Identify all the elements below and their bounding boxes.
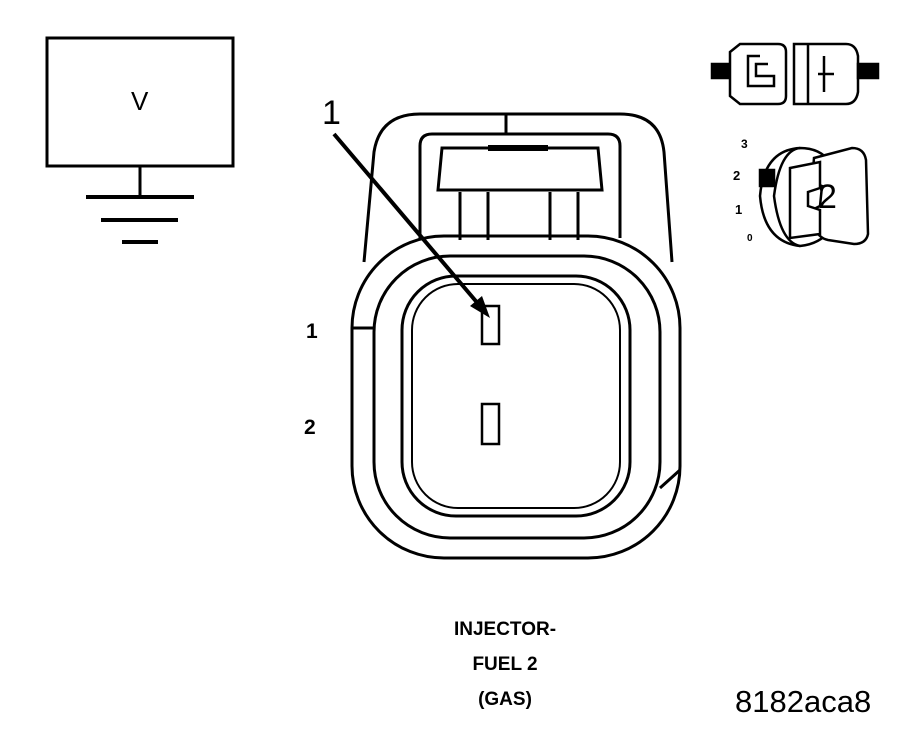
- terminal-cavity-2: [480, 402, 501, 446]
- dial-tick-1: 1: [735, 202, 743, 217]
- probe-tip-key-front: [788, 160, 822, 240]
- connector-caption: INJECTOR- FUEL 2 (GAS): [400, 612, 610, 717]
- voltmeter-symbol: [45, 36, 235, 244]
- probe-wire-right: [856, 62, 880, 80]
- probe-male-hook: [746, 54, 776, 88]
- probe-connector-icon: [710, 42, 880, 106]
- callout-arrowhead: [470, 296, 490, 318]
- cavity-label-1: 1: [306, 320, 318, 343]
- latch-inner: [418, 132, 622, 238]
- probe-size-number: 2: [818, 178, 837, 216]
- shell-seam-right: [658, 468, 682, 490]
- dial-selected-marker: [758, 168, 776, 188]
- caption-line-3: (GAS): [478, 689, 532, 710]
- dial-disc-edge: [772, 146, 801, 248]
- dial-tick-0: 0: [747, 233, 753, 244]
- probe-male-half: [728, 42, 788, 106]
- connector-face: [400, 274, 632, 518]
- connector-outer-shell: [350, 234, 682, 560]
- latch-tab: [436, 146, 604, 192]
- probe-wire-left: [710, 62, 732, 80]
- connector-face-inner: [411, 283, 621, 509]
- caption-line-1: INJECTOR-: [453, 619, 557, 640]
- callout-number: 1: [322, 94, 341, 132]
- figure-code: 8182aca8: [735, 684, 872, 719]
- caption-line-2: FUEL 2: [472, 654, 538, 675]
- dial-tick-3: 3: [741, 137, 748, 151]
- connector-body: [350, 112, 682, 560]
- dial-tick-2: 2: [733, 168, 741, 183]
- terminal-cavity-1: [480, 304, 501, 346]
- callout-arrow: [332, 132, 490, 318]
- connector-seal-ring: [372, 254, 662, 540]
- probe-size-dial: [758, 146, 870, 248]
- cavity-label-2: 2: [304, 416, 316, 439]
- voltmeter-mode-label: V: [131, 86, 149, 116]
- latch-housing: [362, 112, 674, 263]
